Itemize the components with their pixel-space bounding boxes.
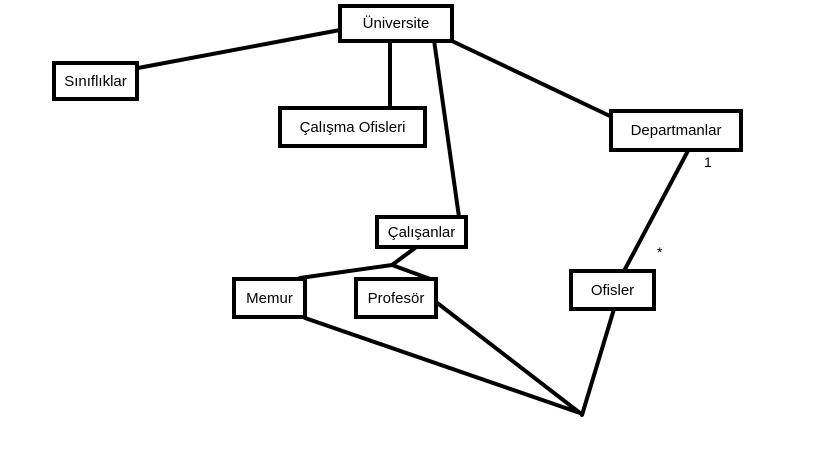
node-siniflar[interactable]: Sınıflıklar: [52, 61, 139, 101]
node-universite-label: Üniversite: [362, 15, 430, 32]
node-siniflar-label: Sınıflıklar: [64, 72, 127, 90]
node-memur[interactable]: Memur: [232, 277, 307, 319]
multiplicity-ofisler: *: [657, 244, 663, 260]
edge-universite-departmanlar: [450, 39, 614, 119]
node-ofisler-label: Ofisler: [590, 281, 635, 299]
edge-profesor-join: [434, 300, 582, 415]
node-calisma-ofisleri[interactable]: Çalışma Ofisleri: [278, 106, 427, 148]
multiplicity-departmanlar: 1: [704, 154, 712, 170]
node-calisanlar[interactable]: Çalışanlar: [375, 215, 468, 249]
node-profesor[interactable]: Profesör: [354, 277, 438, 319]
node-ofisler[interactable]: Ofisler: [569, 269, 656, 311]
node-calisanlar-label: Çalışanlar: [387, 223, 456, 241]
edge-branch-memur: [298, 263, 394, 280]
edge-ofisler-join: [580, 307, 616, 417]
node-departmanlar[interactable]: Departmanlar: [609, 109, 743, 152]
edge-universite-siniflar: [136, 28, 342, 70]
edge-departmanlar-ofisler: [622, 145, 692, 273]
node-departmanlar-label: Departmanlar: [630, 122, 722, 139]
node-universite[interactable]: Üniversite: [338, 4, 454, 43]
node-calisma-ofisleri-label: Çalışma Ofisleri: [299, 118, 406, 136]
edge-memur-join: [303, 316, 582, 415]
edge-calisanlar-branch: [390, 246, 417, 267]
node-memur-label: Memur: [246, 289, 293, 307]
node-profesor-label: Profesör: [367, 289, 425, 307]
edge-universite-calisanlar: [432, 38, 461, 219]
